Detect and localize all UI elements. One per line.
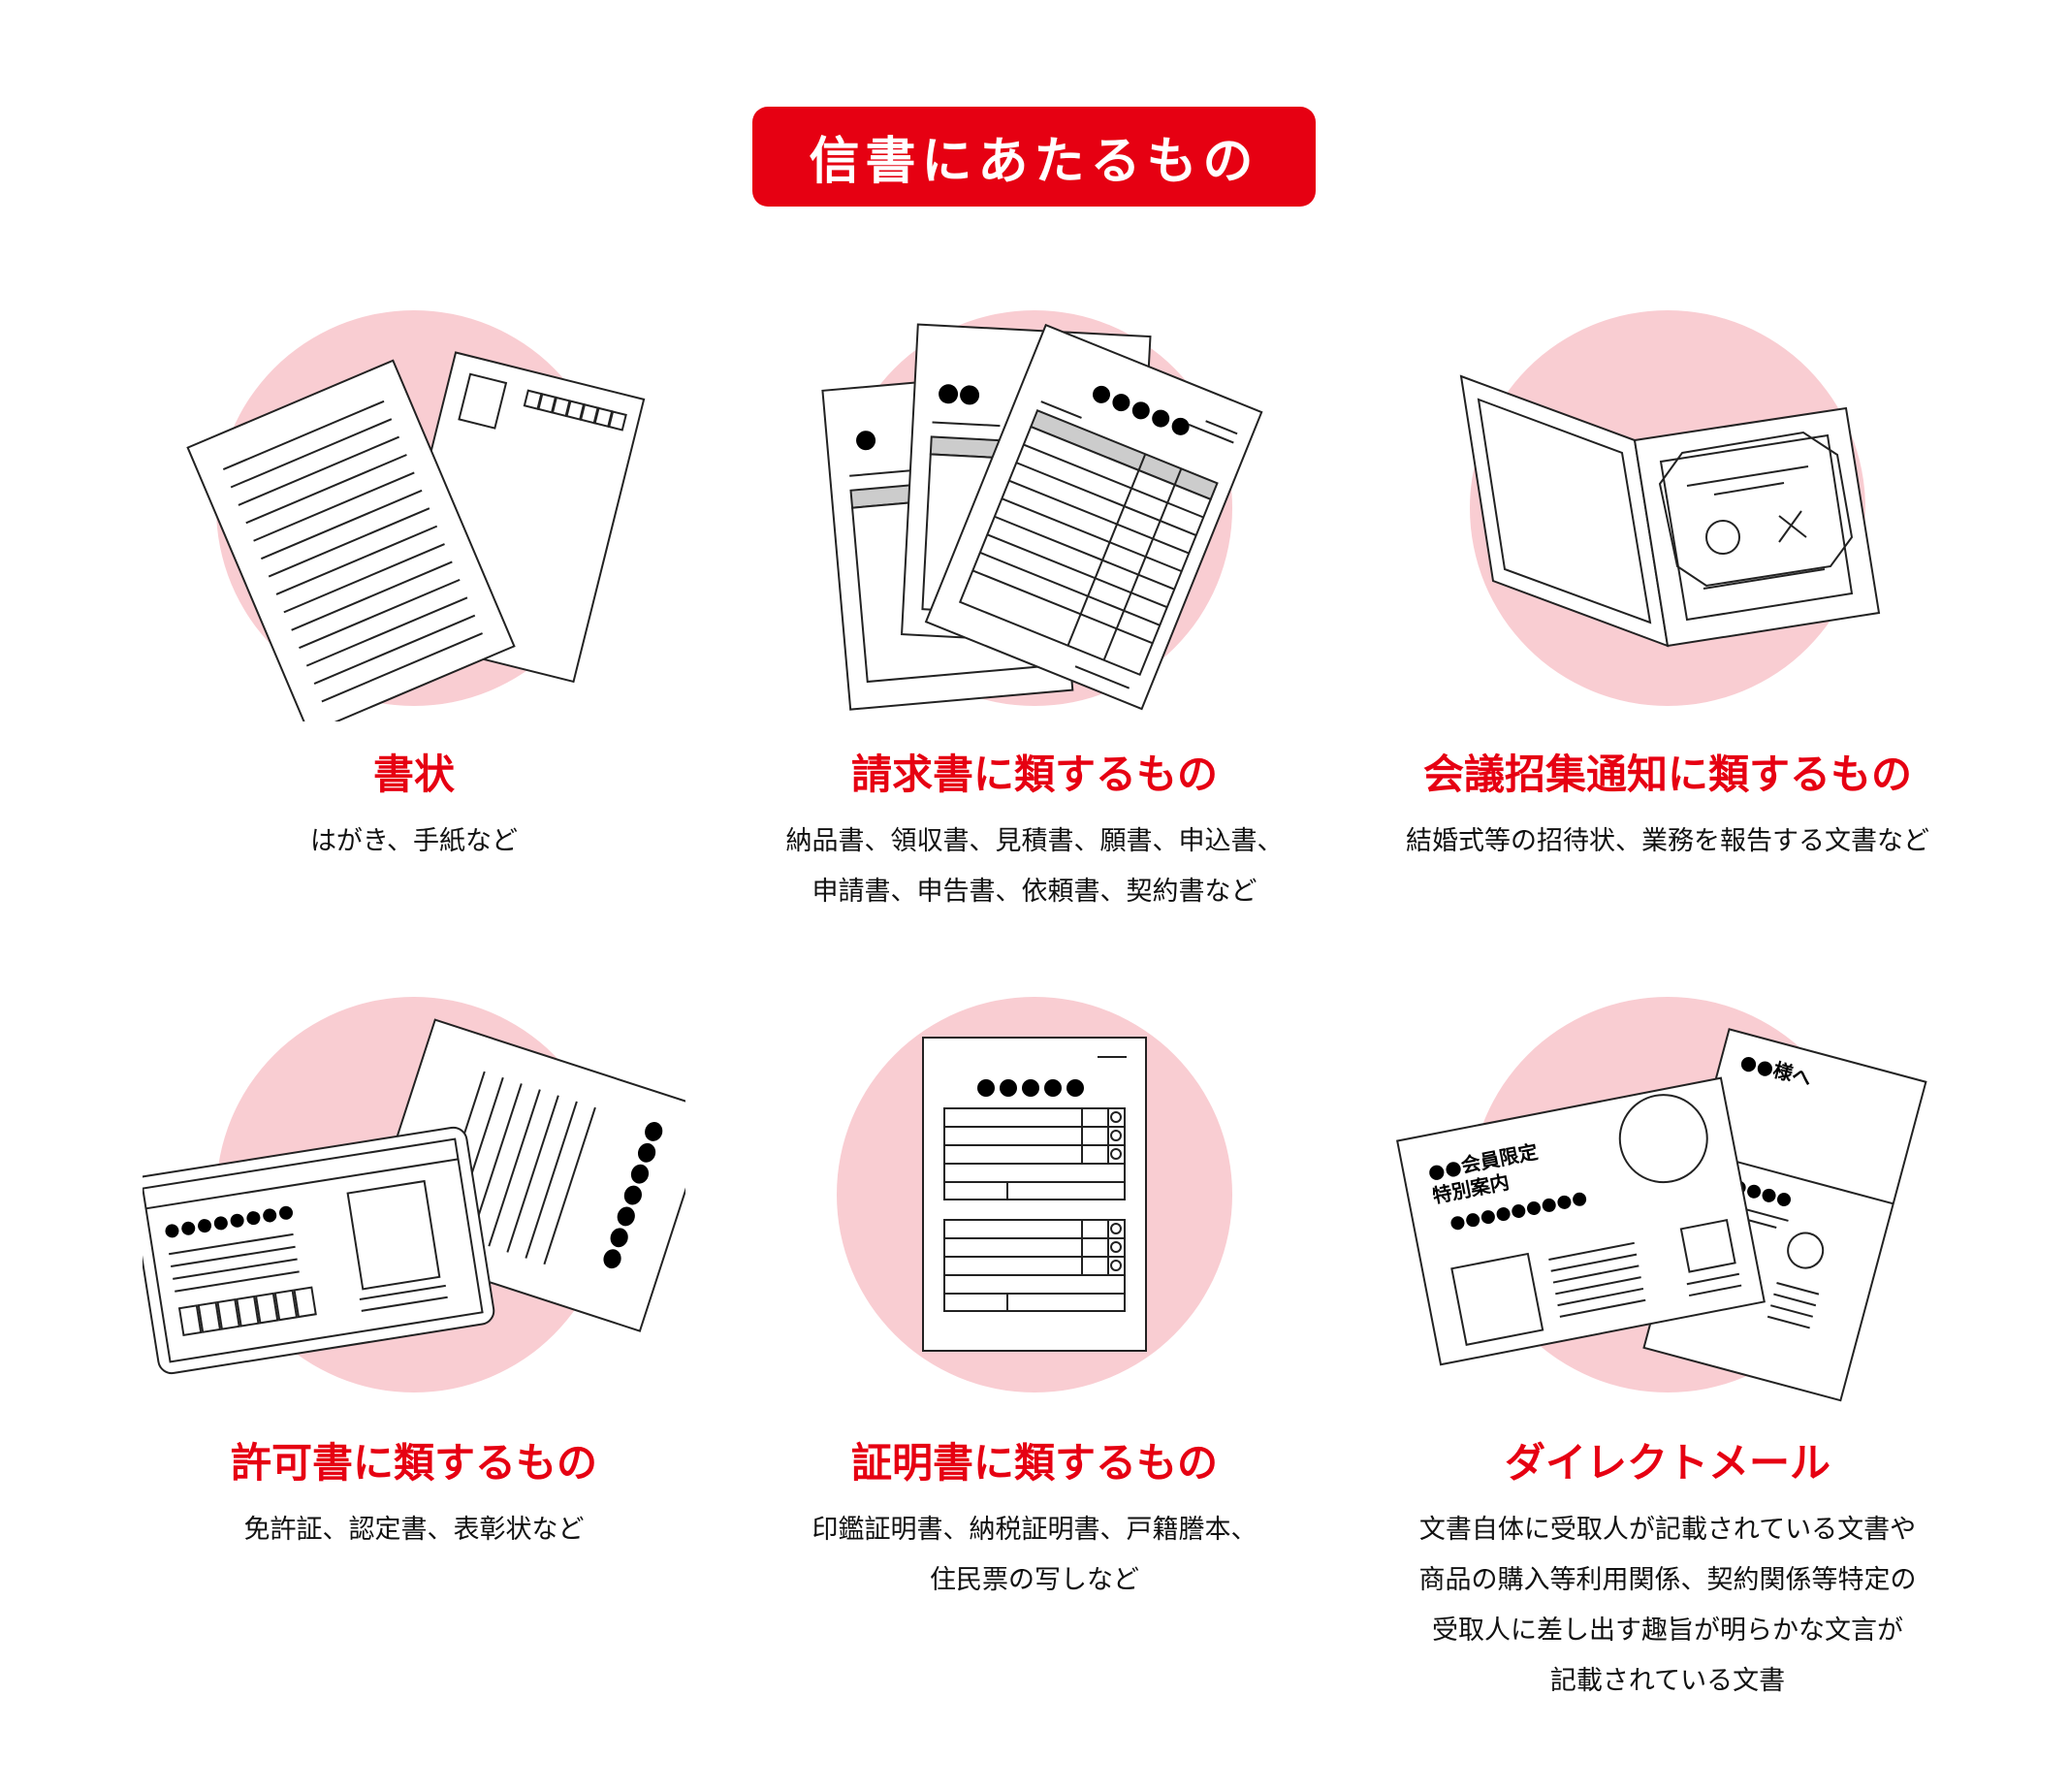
item-desc-shojo: はがき、手紙など — [309, 826, 519, 856]
page-title: 信書にあたるもの — [809, 133, 1259, 191]
item-title-permit: 許可書に類するもの — [230, 1439, 597, 1487]
item-desc-meeting-notice: 結婚式等の招待状、業務を報告する文書など — [1406, 826, 1929, 856]
folded-invitation-icon — [1396, 295, 1939, 721]
item-desc-direct-mail: 文書自体に受取人が記載されている文書や 商品の購入等利用関係、契約関係等特定の … — [1418, 1515, 1917, 1696]
invoice-stack-icon — [763, 295, 1306, 721]
page-title-badge: 信書にあたるもの — [752, 107, 1316, 207]
item-title-certificate: 証明書に類するもの — [850, 1439, 1218, 1487]
item-title-invoice: 請求書に類するもの — [850, 751, 1218, 798]
item-title-direct-mail: ダイレクトメール — [1504, 1439, 1830, 1487]
item-desc-permit: 免許証、認定書、表彰状など — [243, 1515, 585, 1545]
direct-mail-icon: ●●様へ ●●会員限定 特別案内 — [1396, 981, 1939, 1408]
item-desc-invoice: 納品書、領収書、見積書、願書、申込書、 申請書、申告書、依頼書、契約書など — [785, 826, 1284, 907]
certificate-form-icon — [763, 981, 1306, 1408]
item-title-shojo: 書状 — [372, 751, 455, 798]
item-title-meeting-notice: 会議招集通知に類するもの — [1422, 751, 1912, 798]
letter-and-postcard-icon — [143, 295, 685, 721]
item-desc-certificate: 印鑑証明書、納税証明書、戸籍謄本、 住民票の写しなど — [812, 1515, 1257, 1595]
license-card-icon — [143, 981, 685, 1408]
